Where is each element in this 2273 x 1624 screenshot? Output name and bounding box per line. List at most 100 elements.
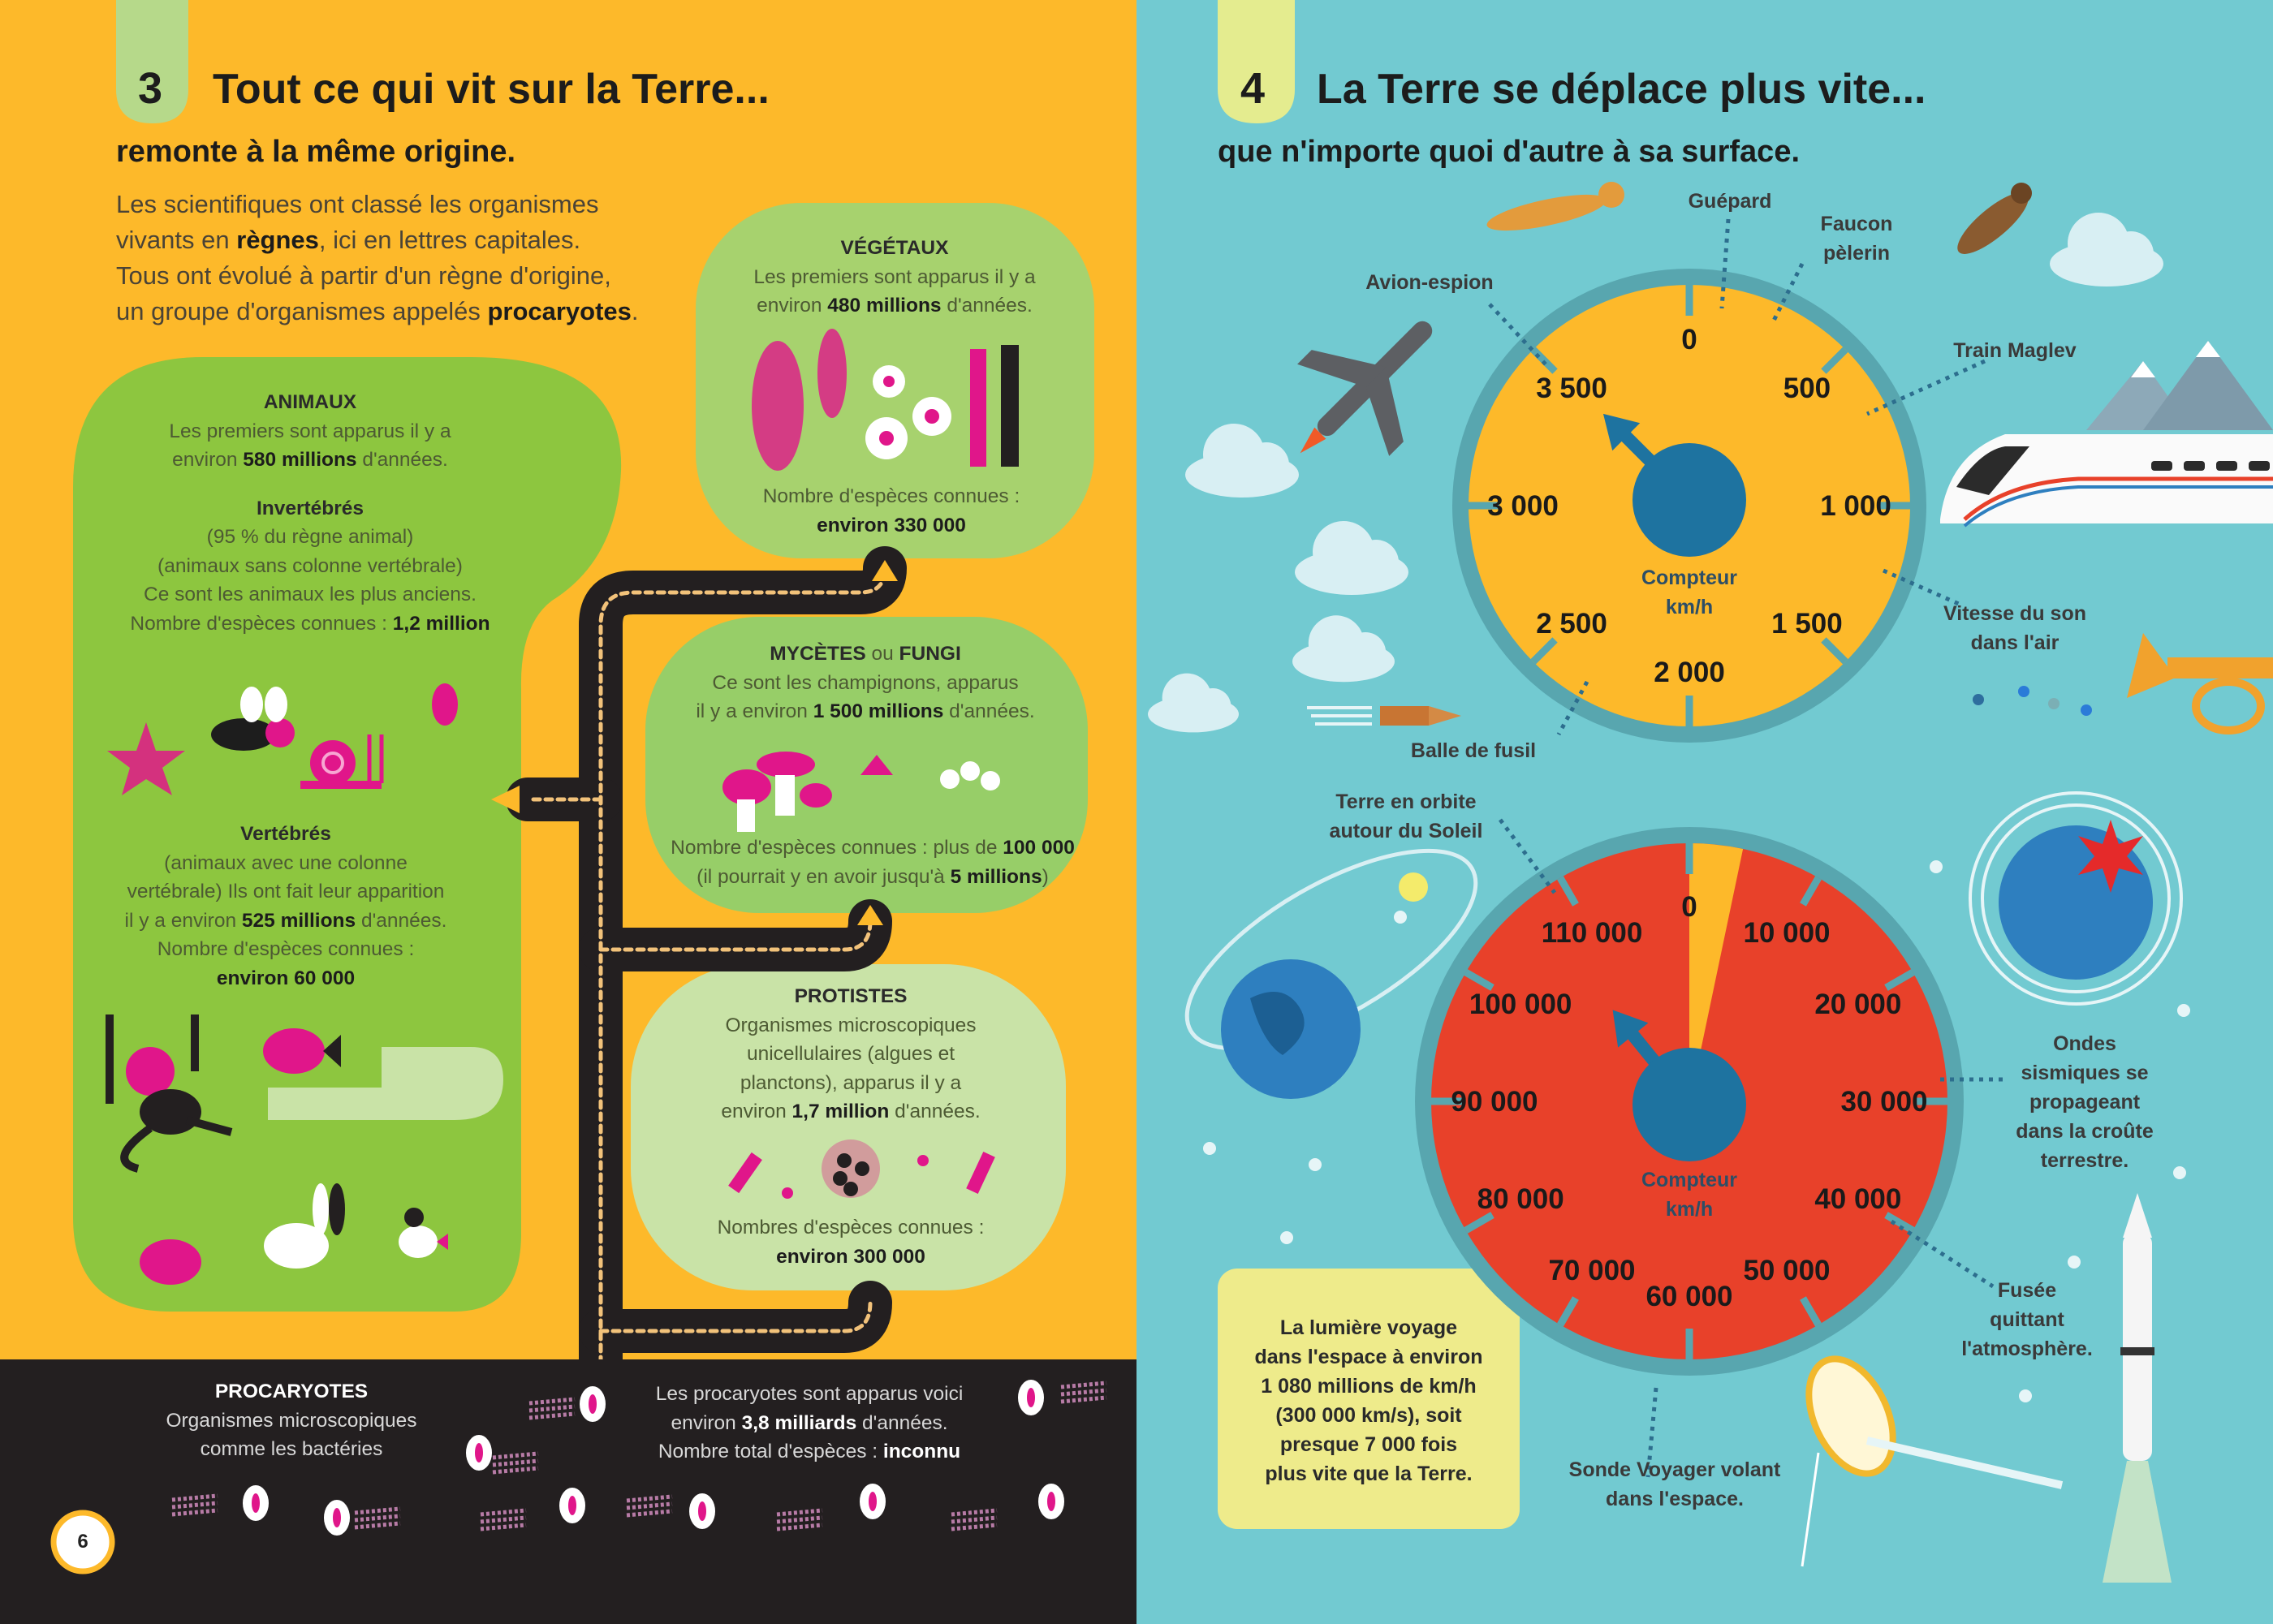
- text: (il pourrait y en avoir jusqu'à: [697, 865, 951, 888]
- text-line: Organismes microscopiques: [166, 1406, 416, 1436]
- gauge-tick: [1821, 347, 1848, 374]
- rod-bacterium-icon: [354, 1506, 401, 1515]
- text: Avion-espion: [1365, 271, 1494, 294]
- rocket-icon: [2103, 1193, 2172, 1583]
- text-line: Vitesse du son: [1943, 599, 2086, 628]
- text-line: Nombre d'espèces connues : 1,2 million: [130, 610, 490, 639]
- text-line: VÉGÉTAUX: [753, 234, 1035, 263]
- voyager-probe-icon: [1801, 1355, 2064, 1567]
- text-line: PROCARYOTES: [166, 1377, 416, 1406]
- text-line: environ 300 000: [718, 1243, 985, 1272]
- text: environ: [671, 1411, 742, 1434]
- gauge-hub: [1633, 1048, 1746, 1161]
- text: presque 7 000 fois: [1279, 1433, 1458, 1456]
- text: d'années.: [356, 909, 447, 932]
- bold-text: 1,7 million: [791, 1101, 890, 1122]
- rod-bacterium-icon: [951, 1523, 998, 1531]
- gauge-tick-label: 0: [1681, 891, 1697, 923]
- text: dans l'air: [1970, 631, 2060, 654]
- gauge-tick-label: 60 000: [1645, 1281, 1732, 1312]
- text-line: il y a environ 525 millions d'années.: [125, 907, 447, 936]
- text-line: vivants en règnes, ici en lettres capita…: [116, 222, 639, 258]
- bacterium-core: [252, 1493, 260, 1513]
- road-tree: [491, 546, 907, 1385]
- text-line: Nombre total d'espèces : inconnu: [656, 1437, 964, 1467]
- page-number-badge: [50, 1510, 115, 1574]
- fish-icon: [263, 1028, 341, 1074]
- text: Les premiers sont apparus il y a: [753, 265, 1036, 288]
- text-line: Nombre d'espèces connues : plus de 100 0…: [671, 834, 1075, 863]
- text: Terre en orbite: [1335, 790, 1477, 813]
- text: , ici en lettres capitales.: [318, 226, 581, 254]
- text: planctons), apparus il y a: [740, 1071, 962, 1094]
- intro-paragraph: Les scientifiques ont classé les organis…: [116, 187, 639, 330]
- text: il y a environ: [696, 700, 813, 722]
- rod-bacterium-icon: [626, 1501, 673, 1510]
- fern-icon: [752, 341, 804, 471]
- gauge-caption: Compteur: [1641, 1169, 1737, 1191]
- gauge-tick-label: 2 500: [1536, 608, 1607, 640]
- gauge-tick-label: 90 000: [1451, 1086, 1538, 1118]
- fern-icon: [817, 329, 847, 418]
- star-icon: [1309, 1158, 1322, 1171]
- text: d'années.: [856, 1411, 948, 1434]
- page-subtitle: que n'importe quoi d'autre à sa surface.: [1218, 135, 1801, 169]
- rod-bacterium-icon: [776, 1523, 823, 1531]
- bold-text: procaryotes: [487, 297, 632, 325]
- bacterium-core: [475, 1443, 483, 1462]
- bold-text: inconnu: [882, 1441, 961, 1462]
- text-line: environ 330 000: [763, 511, 1020, 541]
- bacterium-core: [1047, 1492, 1055, 1511]
- mycetes-count: Nombre d'espèces connues : plus de 100 0…: [671, 834, 1075, 891]
- bacteria-illustration: [171, 1380, 1107, 1536]
- text: 1 080 millions de km/h: [1261, 1375, 1477, 1398]
- falcon-icon: [1957, 183, 2032, 254]
- page-title: Tout ce qui vit sur la Terre...: [213, 66, 770, 113]
- gauge-caption: km/h: [1666, 596, 1713, 618]
- gauge-tick-label: 80 000: [1477, 1183, 1564, 1215]
- text-line: un groupe d'organismes appelés procaryot…: [116, 294, 639, 330]
- rod-bacterium-icon: [1060, 1395, 1107, 1404]
- gauge-tick: [1800, 1296, 1822, 1327]
- text: Ondes: [2053, 1032, 2116, 1055]
- rod-bacterium-icon: [480, 1523, 527, 1531]
- star-icon: [1203, 1142, 1216, 1155]
- section-number: 4: [1240, 64, 1266, 113]
- rod-bacterium-icon: [354, 1521, 401, 1530]
- mycetes-bubble: [645, 617, 1088, 913]
- section-tab-3: [116, 0, 188, 123]
- text-line: Ce sont les champignons, apparus: [696, 669, 1034, 698]
- cloud-icon: [1353, 540, 1399, 585]
- gauge-tick: [1464, 1212, 1494, 1234]
- bacterium-core: [698, 1501, 706, 1521]
- frog-icon: [140, 1239, 201, 1285]
- gauge-caption: km/h: [1666, 1198, 1713, 1221]
- starfish-icon: [107, 722, 185, 795]
- text: environ: [757, 295, 828, 317]
- heading-text: FUNGI: [899, 643, 961, 665]
- text-line: Vertébrés: [125, 820, 447, 849]
- rod-bacterium-icon: [492, 1458, 539, 1467]
- text-line: dans l'espace.: [1569, 1484, 1781, 1514]
- vegetaux-count: Nombre d'espèces connues :environ 330 00…: [763, 482, 1020, 540]
- gauge-tick-label: 110 000: [1542, 917, 1643, 949]
- text-line: Les premiers sont apparus il y a: [753, 263, 1035, 292]
- explosion-star-icon: [2078, 820, 2143, 893]
- earthquake-earth-illustration: [1969, 791, 2183, 1006]
- text: Les premiers sont apparus il y a: [169, 420, 451, 442]
- text: Organismes microscopiques: [725, 1014, 977, 1036]
- text: propageant: [2029, 1091, 2141, 1114]
- invertebrates-illustration: [107, 683, 458, 795]
- bold-text: 5 millions: [950, 865, 1042, 888]
- gauge-caption: Compteur: [1641, 566, 1737, 589]
- text: l'atmosphère.: [1961, 1338, 2093, 1360]
- text: un groupe d'organismes appelés: [116, 297, 488, 325]
